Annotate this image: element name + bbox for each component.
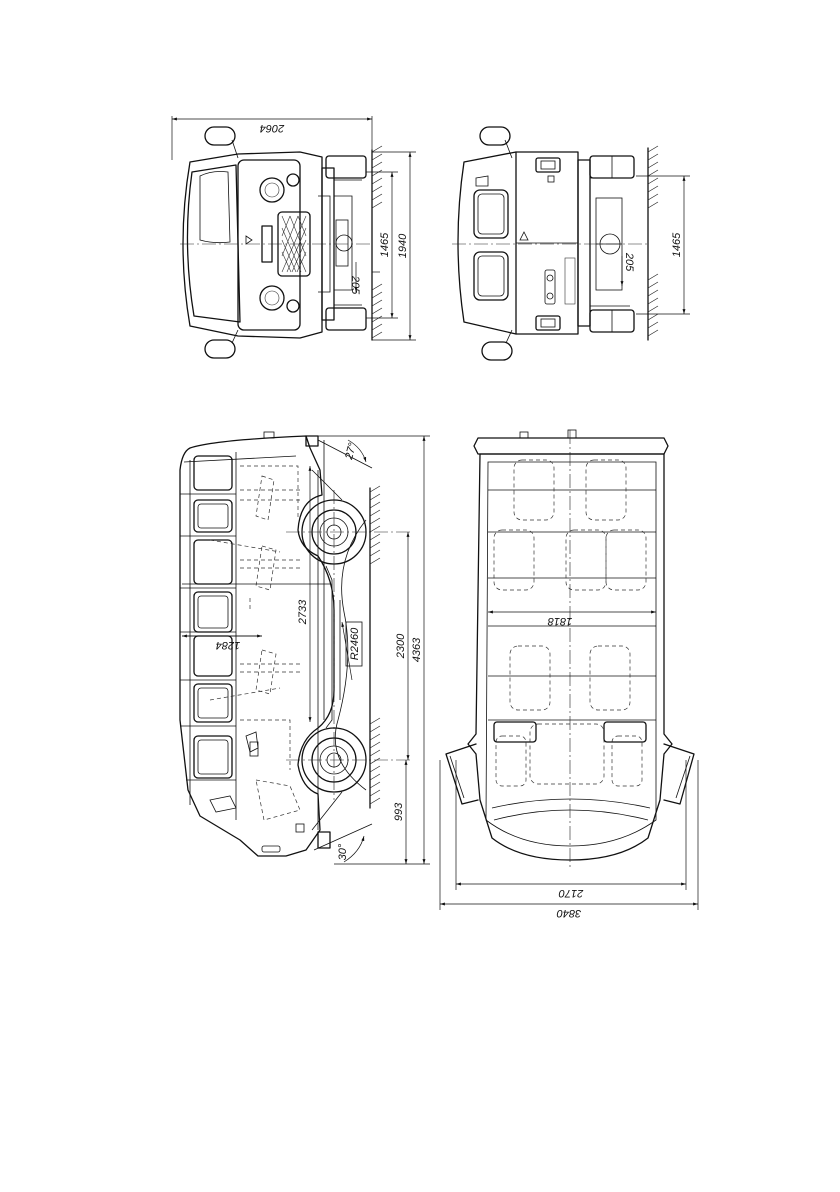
side-seat-dimension-label: 1284: [216, 639, 240, 651]
side-wheelbase-label: 2300: [395, 633, 407, 659]
mirror-right: [205, 330, 238, 358]
rear-view: 1465 205: [452, 127, 690, 360]
rear-track-label: 1465: [671, 232, 683, 257]
top-overall-width-label: 3840: [556, 907, 581, 919]
side-turning-radius-label: R2460: [349, 627, 361, 660]
side-front-overhang-label: 993: [393, 802, 405, 821]
mirror-left: [205, 127, 238, 158]
side-overall-length-label: 4363: [411, 637, 423, 662]
front-overall-width-label: 2064: [260, 122, 285, 134]
top-view: 1818 2170 3840: [440, 430, 698, 919]
front-ground-clearance-label: 205: [349, 275, 361, 295]
side-interior-length-label: 2733: [297, 599, 309, 625]
top-interior-width-label: 1818: [547, 615, 572, 627]
rear-mirror-right: [482, 330, 512, 360]
front-track-label: 1465: [379, 232, 391, 257]
side-front-angle-label: 30°: [337, 843, 349, 860]
rear-ground-clearance-label: 205: [623, 252, 635, 272]
front-view: 2064 1465 1940 205: [172, 116, 416, 358]
side-view: 27° 30° 2733 1284 R2460 2300 993 4363: [180, 432, 430, 864]
side-rear-angle-label: 27°: [343, 441, 359, 462]
top-track-width-label: 2170: [558, 887, 584, 899]
front-overall-height-label: 1940: [397, 233, 409, 258]
